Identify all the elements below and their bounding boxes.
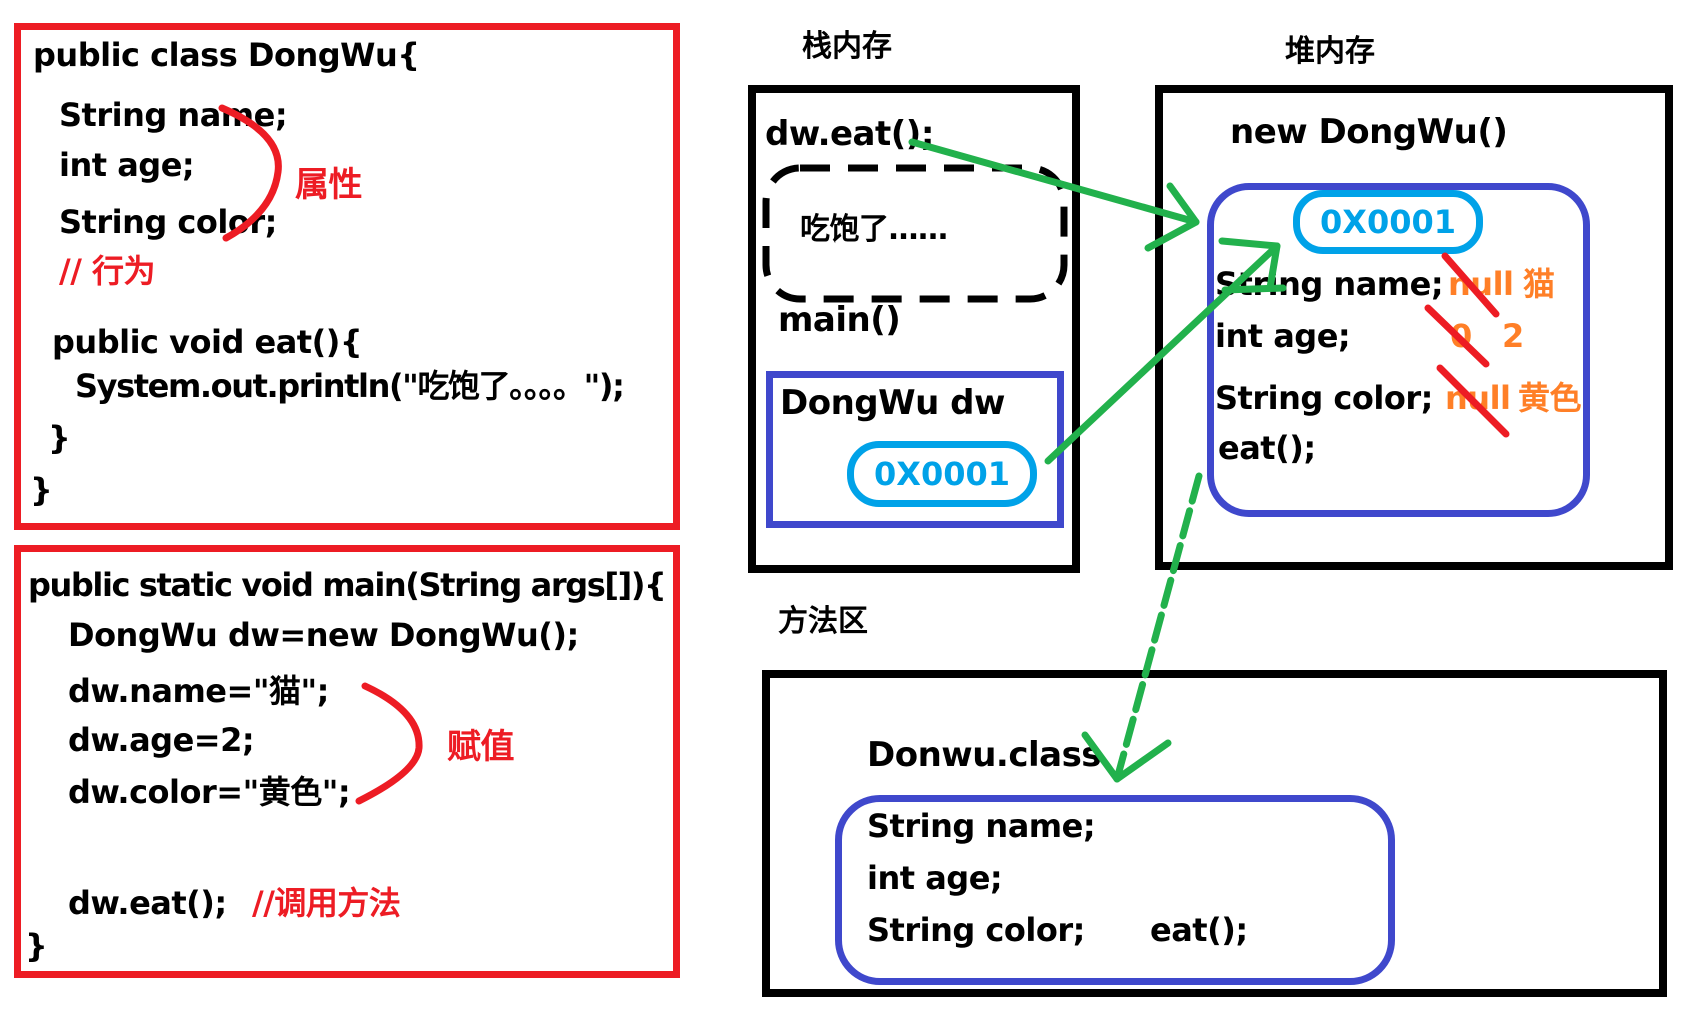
class-code-line: } <box>48 419 71 457</box>
heap-object-address: 0X0001 <box>1293 190 1483 254</box>
class-code-line: public class DongWu{ <box>33 36 420 74</box>
class-file-label: Donwu.class <box>867 735 1102 775</box>
main-frame-label: main() <box>778 300 901 340</box>
class-definition-box <box>14 23 680 530</box>
stack-memory-title: 栈内存 <box>802 29 892 64</box>
heap-field-decl: int age; <box>1215 317 1351 355</box>
eat-call-line: dw.eat(); <box>68 884 227 922</box>
class-code-line: String color; <box>59 203 277 241</box>
heap-eat-method: eat(); <box>1218 429 1316 467</box>
method-area-field: String color; <box>867 911 1085 949</box>
behavior-comment: // 行为 <box>59 252 156 290</box>
heap-memory-title: 堆内存 <box>1285 34 1375 69</box>
attributes-label: 属性 <box>295 165 363 205</box>
main-code-line: dw.color="黄色"; <box>68 773 351 811</box>
class-code-line: } <box>30 471 53 509</box>
heap-field-decl: String color; <box>1215 379 1433 417</box>
heap-field-decl: String name; <box>1215 265 1444 303</box>
stack-eat-call: dw.eat(); <box>765 114 934 154</box>
main-code-line: public static void main(String args[]){ <box>28 566 667 604</box>
main-code-line: } <box>25 927 48 965</box>
method-area-field: int age; <box>867 859 1003 897</box>
heap-field-value: 猫 <box>1523 265 1555 303</box>
heap-address-value: 0X0001 <box>1320 203 1456 241</box>
class-code-line: public void eat(){ <box>52 323 363 361</box>
heap-field-default: 0 <box>1450 317 1472 355</box>
main-method-box <box>14 545 680 978</box>
dongwu-variable: DongWu dw <box>780 383 1005 423</box>
main-code-line: DongWu dw=new DongWu(); <box>68 616 579 654</box>
heap-field-value: 黄色 <box>1518 379 1582 417</box>
method-area-title: 方法区 <box>778 604 868 639</box>
class-definition-template-box <box>835 795 1395 985</box>
stack-reference-address: 0X0001 <box>847 441 1037 507</box>
eat-result-bubble-text: 吃饱了…… <box>800 212 948 247</box>
stack-address-value: 0X0001 <box>874 455 1010 493</box>
heap-field-default: null <box>1445 379 1511 417</box>
class-code-line: String name; <box>59 96 288 134</box>
main-code-line: dw.age=2; <box>68 721 255 759</box>
heap-field-default: null <box>1448 265 1514 303</box>
new-dongwu-label: new DongWu() <box>1230 112 1508 152</box>
method-area-eat: eat(); <box>1150 911 1248 949</box>
method-area-box <box>762 670 1667 997</box>
assignment-label: 赋值 <box>447 727 515 767</box>
call-method-comment: //调用方法 <box>252 884 401 922</box>
method-area-field: String name; <box>867 807 1096 845</box>
main-code-line: dw.name="猫"; <box>68 672 329 710</box>
class-code-line: int age; <box>59 146 195 184</box>
println-line: System.out.println("吃饱了。。。。"); <box>75 367 625 405</box>
heap-field-value: 2 <box>1502 317 1524 355</box>
